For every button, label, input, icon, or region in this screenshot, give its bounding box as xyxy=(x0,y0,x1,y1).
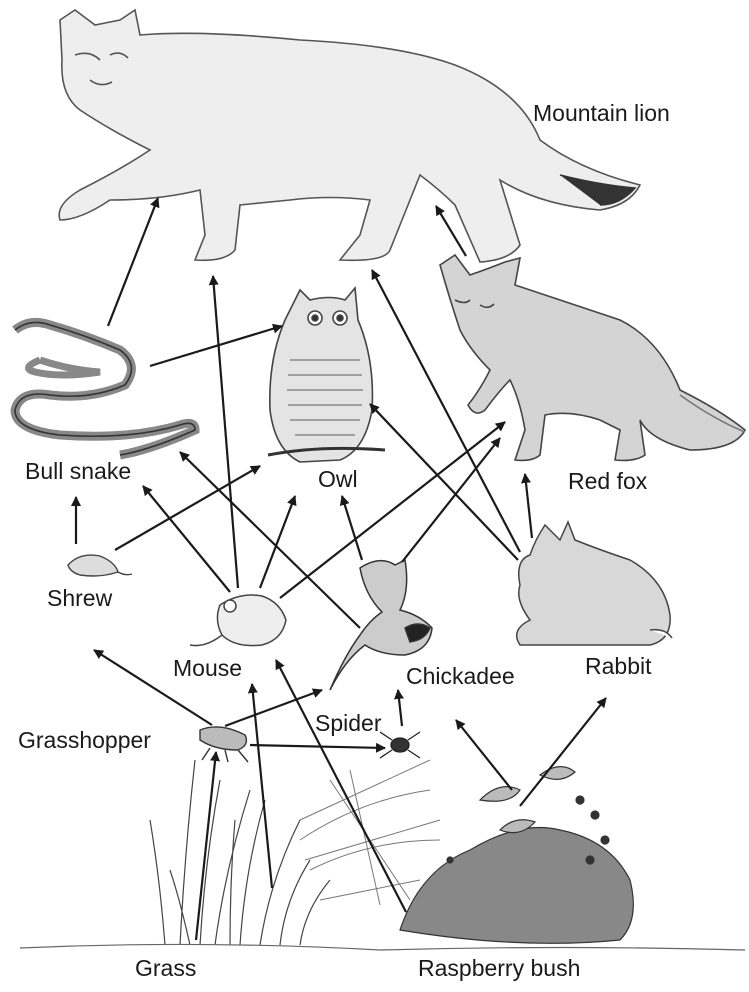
arrow-snake-to-lion xyxy=(108,198,158,326)
label-owl: Owl xyxy=(318,468,358,491)
raspberry-bush-drawing xyxy=(400,767,633,944)
arrow-mouse-to-lion xyxy=(213,276,238,588)
label-bull-snake: Bull snake xyxy=(25,460,131,483)
arrow-chickadee-to-owl xyxy=(342,496,362,560)
label-grass: Grass xyxy=(135,957,196,980)
arrow-mouse-to-owl xyxy=(260,496,295,588)
label-grasshopper: Grasshopper xyxy=(18,729,151,752)
arrow-grass-to-grasshopper xyxy=(196,752,216,940)
owl-drawing xyxy=(268,288,385,462)
spider-drawing xyxy=(380,732,420,758)
arrow-grasshopper-to-spider xyxy=(250,745,385,748)
mountain-lion-drawing xyxy=(59,10,640,262)
arrow-chickadee-to-fox xyxy=(402,438,500,562)
grasshopper-drawing xyxy=(200,727,248,762)
label-mountain-lion: Mountain lion xyxy=(533,102,670,125)
label-raspberry-bush: Raspberry bush xyxy=(418,957,580,980)
arrow-raspberry-to-mouse xyxy=(276,660,406,912)
arrow-raspberry-to-chickadee xyxy=(456,720,512,790)
arrow-rabbit-to-fox xyxy=(525,474,532,538)
label-mouse: Mouse xyxy=(173,657,242,680)
arrow-mouse-to-snake xyxy=(143,486,230,592)
red-fox-drawing xyxy=(440,255,745,460)
mouse-drawing xyxy=(190,595,286,646)
arrow-rabbit-to-owl xyxy=(370,404,518,560)
arrow-snake-to-owl xyxy=(150,326,282,366)
label-rabbit: Rabbit xyxy=(585,655,651,678)
label-red-fox: Red fox xyxy=(568,470,647,493)
label-spider: Spider xyxy=(315,712,381,735)
arrow-raspberry-to-rabbit xyxy=(520,698,606,806)
bull-snake-drawing xyxy=(15,322,195,455)
label-chickadee: Chickadee xyxy=(406,665,515,688)
shrew-drawing xyxy=(68,555,132,576)
label-shrew: Shrew xyxy=(47,587,112,610)
arrow-spider-to-chickadee xyxy=(398,690,402,726)
grass-drawing xyxy=(20,760,745,950)
spider-web-drawing xyxy=(300,760,440,905)
rabbit-drawing xyxy=(517,522,672,645)
arrow-grass-to-mouse xyxy=(252,684,272,888)
